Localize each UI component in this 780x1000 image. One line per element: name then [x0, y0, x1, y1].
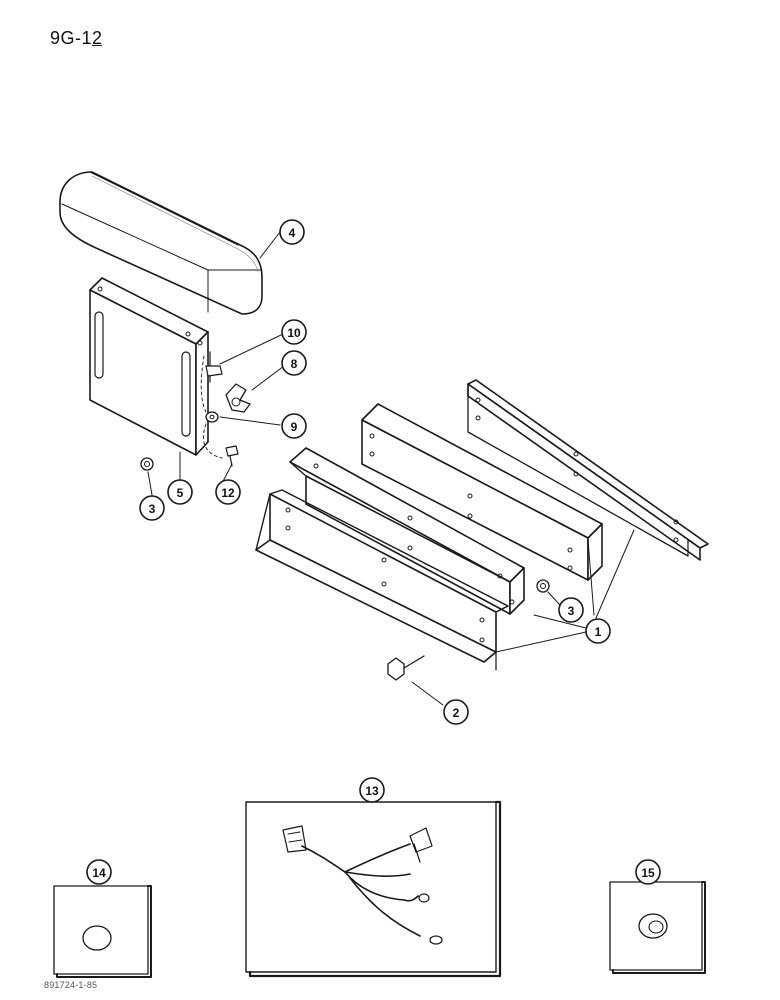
bolt-2: [387, 655, 425, 681]
callout-9-label: 9: [291, 420, 298, 434]
grommet-box: [609, 881, 706, 974]
nut-3-upper: [140, 457, 154, 471]
callout-4-label: 4: [289, 226, 296, 240]
callout-15-label: 15: [641, 866, 655, 880]
callout-15-circle: [635, 859, 661, 885]
callout-14-circle: [86, 859, 112, 885]
leader-lines: [147, 231, 635, 706]
page-code-underline: [92, 45, 102, 46]
bolt-10: [205, 351, 223, 383]
assembly-dash-line: [200, 355, 223, 459]
callout-10-circle: [281, 319, 307, 345]
callout-12-circle: [215, 479, 241, 505]
callout-5-label: 5: [177, 486, 184, 500]
callout-2-circle: [443, 699, 469, 725]
channel-bracket-mid: [361, 403, 603, 581]
callout-12-label: 12: [221, 486, 235, 500]
page-code: 9G-12: [50, 28, 103, 48]
channel-bracket-center: [289, 447, 525, 615]
nut-3-lower: [536, 579, 550, 593]
footer-code: 891724-1-85: [44, 980, 98, 990]
washer-9: [205, 411, 219, 423]
callout-8-circle: [281, 350, 307, 376]
bolt-12: [225, 445, 239, 467]
callout-13-circle: [359, 777, 385, 803]
channel-bracket-rear: [467, 379, 709, 561]
wing-knob-8: [225, 383, 251, 413]
callout-9-circle: [281, 413, 307, 439]
armrest-pad: [59, 171, 263, 315]
callout-3-upper-circle: [139, 495, 165, 521]
callout-3-lower-circle: [558, 597, 584, 623]
callout-13-label: 13: [365, 784, 379, 798]
plug-box: [53, 885, 152, 978]
callout-8-label: 8: [291, 357, 298, 371]
callout-1-circle: [585, 618, 611, 644]
callout-14-label: 14: [92, 866, 106, 880]
channel-bracket-front: [255, 489, 509, 671]
callout-4-circle: [279, 219, 305, 245]
callout-10-label: 10: [287, 326, 301, 340]
callout-3-upper-label: 3: [149, 502, 156, 516]
callout-5-circle: [167, 479, 193, 505]
callout-3-lower-label: 3: [568, 604, 575, 618]
callout-1-label: 1: [595, 625, 602, 639]
armrest-bracket: [89, 277, 209, 456]
callout-2-label: 2: [453, 706, 460, 720]
harness-box: [245, 800, 502, 978]
